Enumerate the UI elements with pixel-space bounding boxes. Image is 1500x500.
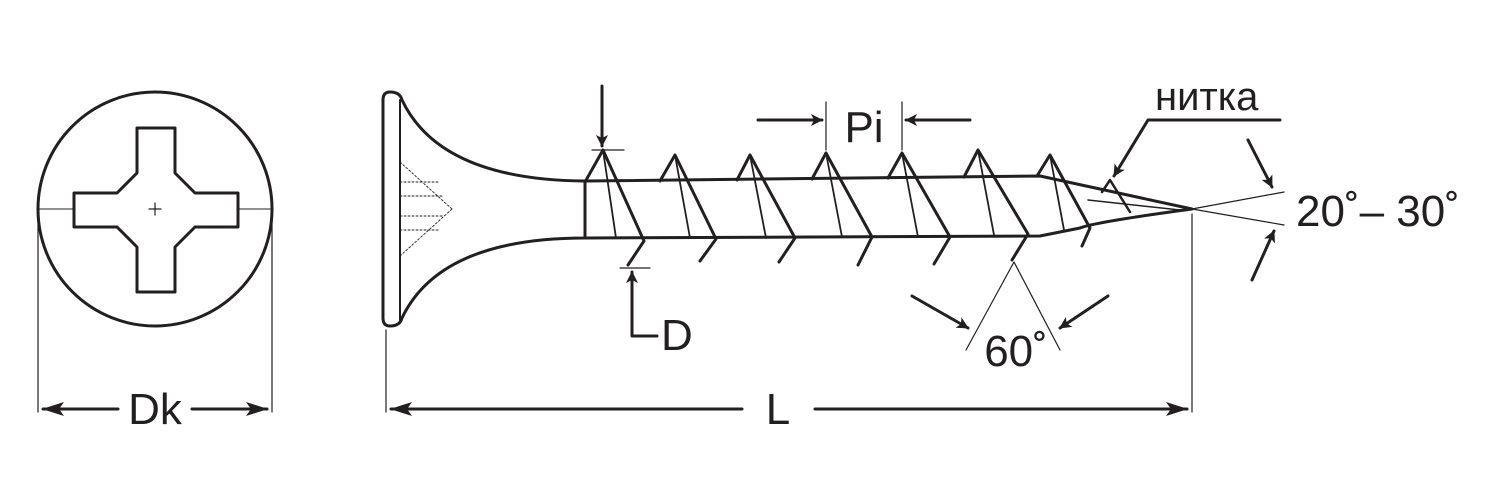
- thread-leader: [1112, 118, 1282, 178]
- phillips-recess-icon: [72, 126, 240, 294]
- thread-angle-line-left: [965, 261, 1015, 351]
- thread-start: [1100, 178, 1132, 214]
- angle-line-bottom: [1191, 208, 1285, 226]
- angle-arrow-top: [1246, 138, 1274, 189]
- tip-line: [1087, 199, 1181, 211]
- d-arrow-bottom: [626, 270, 659, 338]
- thread-flanks: [602, 149, 1065, 239]
- d-label: D: [661, 311, 693, 360]
- head-top-view: [36, 90, 274, 416]
- thread-label: нитка: [1155, 75, 1259, 119]
- screw-core: [583, 174, 1194, 240]
- point-angle-label: 20˚– 30˚: [1296, 187, 1460, 236]
- screw-side-view: [381, 84, 1285, 416]
- thread-angle-label: 60˚: [984, 327, 1048, 376]
- angle-arrow-bottom: [1250, 229, 1276, 282]
- thread-angle-line-right: [1013, 261, 1061, 351]
- screw-head: [381, 90, 587, 328]
- angle-line-top: [1191, 191, 1285, 210]
- thread-angle-arrow-left: [910, 294, 970, 330]
- thread-angle-arrow-right: [1058, 294, 1110, 330]
- recess-hidden-lines: [399, 161, 453, 257]
- dk-label: Dk: [128, 385, 183, 434]
- pi-label: Pi: [844, 103, 883, 152]
- thread-crests: [583, 148, 1092, 267]
- l-label: L: [766, 385, 790, 434]
